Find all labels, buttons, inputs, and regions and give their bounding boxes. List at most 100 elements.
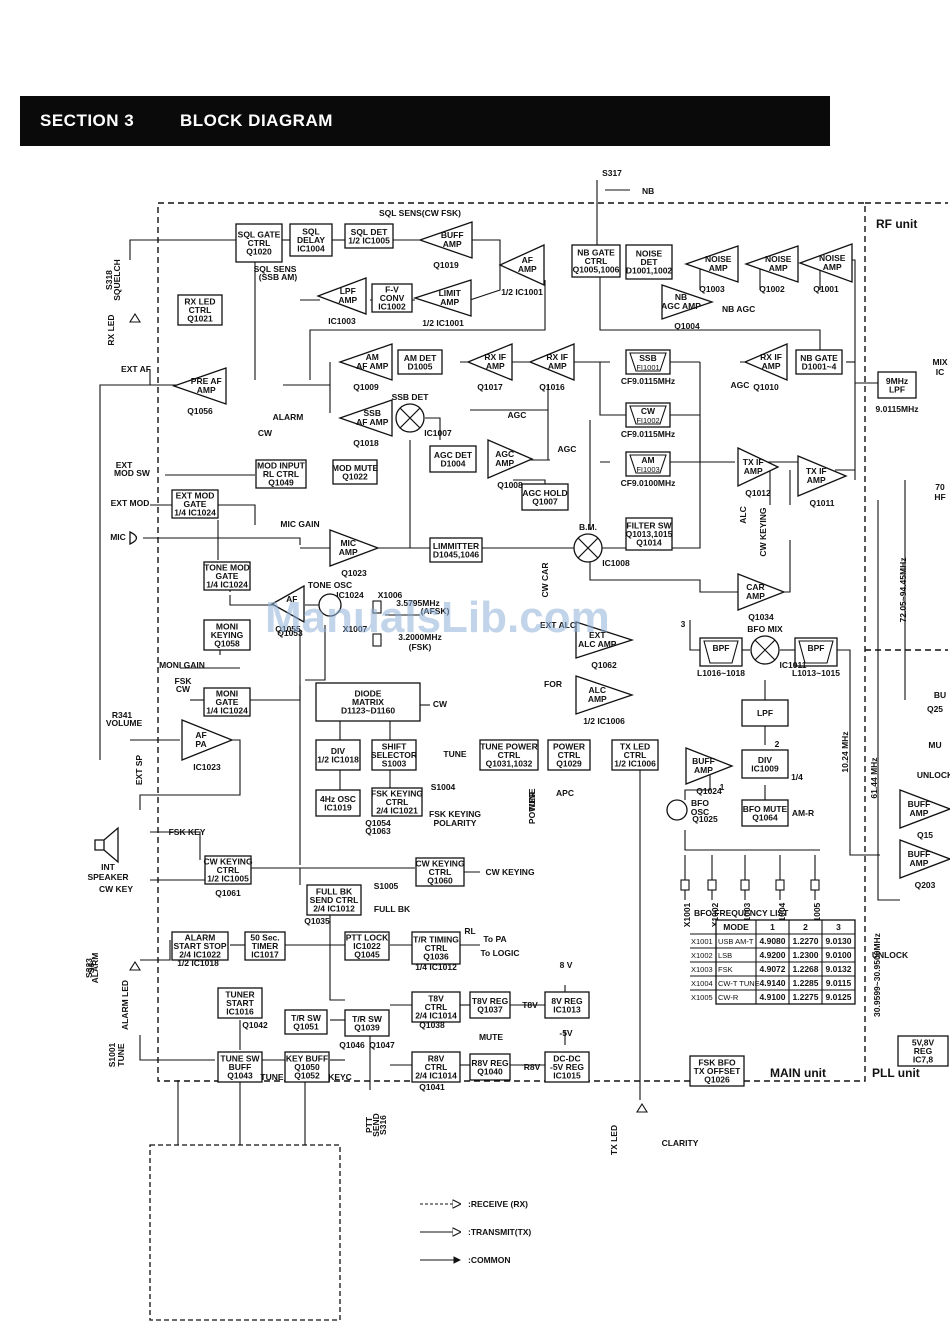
block-sqldelay-label-3: IC1004 bbox=[297, 244, 325, 254]
amp-tone-triangle bbox=[270, 584, 305, 624]
label-q1035: Q1035 bbox=[304, 916, 330, 926]
filter-bpf1-shape bbox=[703, 640, 739, 664]
block-trtiming-label-2: CTRL bbox=[425, 943, 448, 953]
block-filtersw-label-1: FILTER SW bbox=[626, 521, 672, 531]
block-osc4-label-2: IC1019 bbox=[324, 802, 352, 812]
amp-alc1-label-2: ALC AMP bbox=[578, 639, 617, 649]
block-bfomute-label-1: BFO MUTE bbox=[743, 804, 788, 814]
amp-preaf-triangle bbox=[172, 367, 227, 405]
block-cwkey2-label-1: CW KEYING bbox=[415, 859, 465, 869]
amp-noise3-triangle bbox=[798, 243, 853, 283]
label-x1001: X1001 bbox=[682, 902, 692, 927]
block-cwkey1-label-1: CW KEYING bbox=[203, 857, 253, 867]
block-timer-box bbox=[244, 931, 286, 961]
label-rxled: RX LED bbox=[106, 314, 116, 345]
amp-ssbaf-triangle bbox=[338, 399, 393, 437]
block-extmod-label-2: GATE bbox=[184, 499, 207, 509]
block-nbgate2-label-2: D1001~4 bbox=[802, 361, 837, 371]
amp-noise3-ref: Q1001 bbox=[813, 284, 839, 294]
amp-limit-triangle bbox=[412, 279, 472, 317]
block-tunesw-label-1: TUNE SW bbox=[220, 1054, 260, 1064]
amp-preaf-ref: Q1056 bbox=[187, 406, 213, 416]
crystal-symbols bbox=[372, 600, 820, 891]
label-x1004: X1004 bbox=[777, 902, 787, 927]
amp-noise1-ref: Q1003 bbox=[699, 284, 725, 294]
block-cwkey1-box bbox=[204, 855, 252, 885]
block-reg8v-box bbox=[544, 991, 590, 1019]
block-modinput-label-2: RL CTRL bbox=[263, 469, 299, 479]
block-tunesw-box bbox=[217, 1051, 263, 1083]
amp-buffq203-triangle bbox=[899, 839, 950, 879]
bfo-table-value: 9.0125 bbox=[826, 992, 852, 1002]
label-unlock: UNLOCK bbox=[872, 950, 909, 960]
amp-rxif2-ref: Q1016 bbox=[539, 382, 565, 392]
amp-buffq15-label-1: BUFF bbox=[908, 799, 931, 809]
block-noisedet-box bbox=[625, 244, 673, 280]
block-tonemod-label-2: GATE bbox=[216, 571, 239, 581]
label-v8: 8 V bbox=[560, 960, 573, 970]
label-fskkey: FSK KEY bbox=[169, 827, 206, 837]
block-fv-label-3: IC1002 bbox=[378, 302, 406, 312]
filter-bpf1: BPF L1016~1018 bbox=[697, 637, 745, 678]
mixer-bm-cross bbox=[577, 537, 599, 559]
bfo-table-mode: USB AM-T bbox=[718, 937, 754, 946]
block-t8vreg-label-1: T8V REG bbox=[472, 996, 509, 1006]
block-dcdc-label-2: -5V REG bbox=[550, 1062, 584, 1072]
block-monigate-label-3: 1/4 IC1024 bbox=[206, 706, 248, 716]
amp-afamp-ref: 1/2 IC1001 bbox=[501, 287, 543, 297]
amp-alc1-ref: Q1062 bbox=[591, 660, 617, 670]
block-amdet-box bbox=[397, 349, 443, 375]
block-agchold-box bbox=[521, 483, 569, 511]
amp-micamp-ref: Q1023 bbox=[341, 568, 367, 578]
bfo-table-header: 3 bbox=[836, 922, 841, 932]
label-topa: To PA bbox=[483, 934, 506, 944]
amp-ssbaf-label-1: SSB bbox=[363, 408, 380, 418]
amp-buff1-label-2: AMP bbox=[443, 239, 462, 249]
label-extmodsw: EXT bbox=[116, 460, 133, 470]
filter-ssb-label-1: SSB bbox=[639, 353, 656, 363]
label-cw2: CW bbox=[433, 699, 448, 709]
block-alarm-label-3: 2/4 IC1022 bbox=[179, 950, 221, 960]
block-fskbfo-label-3: Q1026 bbox=[704, 1075, 730, 1085]
label-q1042: Q1042 bbox=[242, 1020, 268, 1030]
label-alarm2: ALARM bbox=[90, 953, 100, 984]
amp-buffq203-ref: Q203 bbox=[915, 880, 936, 890]
block-trsw2-label-1: T/R SW bbox=[352, 1014, 383, 1024]
label-c1: 1 bbox=[720, 782, 725, 792]
block-r8vreg-label-2: Q1040 bbox=[477, 1066, 503, 1076]
amp-afamp-label-1: AF bbox=[522, 255, 533, 265]
filter-bpf1-label-1: BPF bbox=[713, 643, 730, 653]
filter-bpf1-ref: L1016~1018 bbox=[697, 668, 745, 678]
block-trsw1-label-2: Q1051 bbox=[293, 1021, 319, 1031]
block-lpf2: LPF bbox=[741, 699, 789, 727]
block-alarm-box bbox=[171, 931, 229, 961]
main-unit-label: MAIN unit bbox=[770, 1066, 826, 1080]
amp-amaf-ref: Q1009 bbox=[353, 382, 379, 392]
block-nbgate-label-1: NB GATE bbox=[577, 248, 615, 258]
filter-cw-ref: CF9.0115MHz bbox=[621, 429, 675, 439]
label-q1054: Q1054 bbox=[365, 818, 391, 828]
amp-rxif1-label-2: AMP bbox=[486, 361, 505, 371]
block-rxled-box bbox=[177, 294, 223, 326]
block-reg8v-label-1: 8V REG bbox=[551, 996, 583, 1006]
bfo-table-value: 9.0130 bbox=[826, 936, 852, 946]
amp-rxif3-label-1: RX IF bbox=[760, 352, 782, 362]
block-shift-label-1: SHIFT bbox=[382, 742, 407, 752]
block-fskkey-box bbox=[371, 787, 423, 817]
amp-rxif1-label-1: RX IF bbox=[484, 352, 506, 362]
label-tune: TUNE bbox=[443, 749, 466, 759]
block-sqldet-label-2: 1/2 IC1005 bbox=[348, 235, 390, 245]
block-reg58-label-1: 5V,8V bbox=[912, 1038, 935, 1048]
bfo-table-header: 1 bbox=[770, 922, 775, 932]
label-cwkey: CW KEY bbox=[99, 884, 133, 894]
